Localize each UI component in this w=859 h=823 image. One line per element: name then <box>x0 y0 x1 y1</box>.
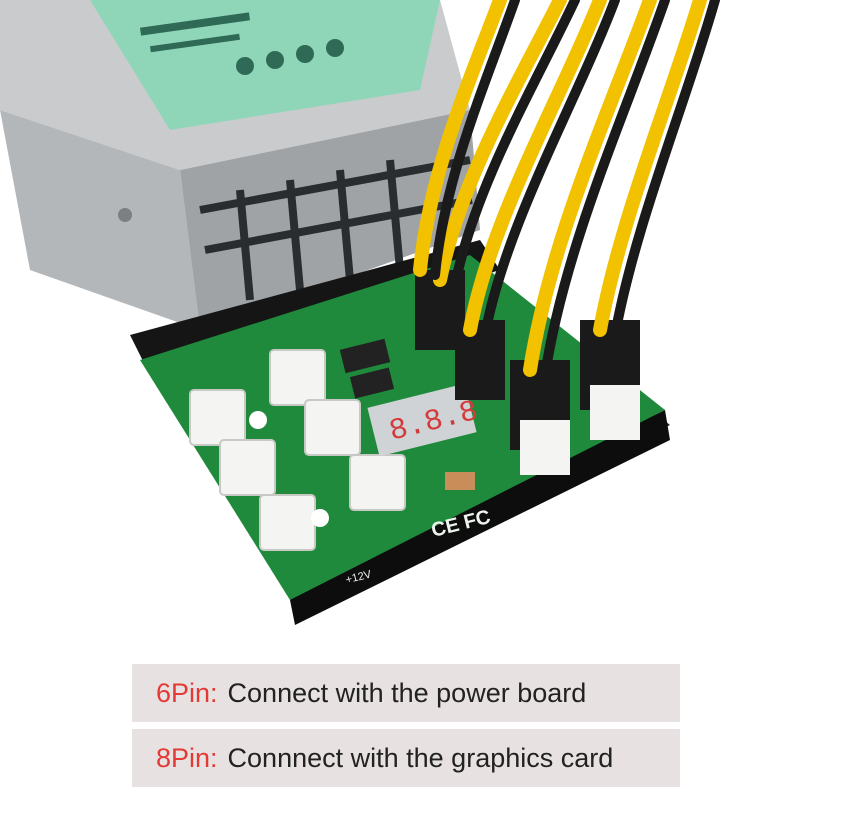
label-tag: 8Pin: <box>156 742 218 773</box>
label-text: Connnect with the graphics card <box>227 742 614 773</box>
psu-casing <box>0 0 480 330</box>
label-bar-8pin: 8Pin: Connnect with the graphics card <box>132 729 680 787</box>
label-bar-6pin: 6Pin: Connect with the power board <box>132 664 680 722</box>
six-pin-connectors <box>189 349 406 551</box>
product-photo: 8.8.8 CE FC +12V <box>0 0 720 625</box>
label-text: Connect with the power board <box>227 677 587 708</box>
voltage-display: 8.8.8 <box>367 383 482 457</box>
pcie-cables <box>413 0 720 380</box>
label-tag: 6Pin: <box>156 677 218 708</box>
